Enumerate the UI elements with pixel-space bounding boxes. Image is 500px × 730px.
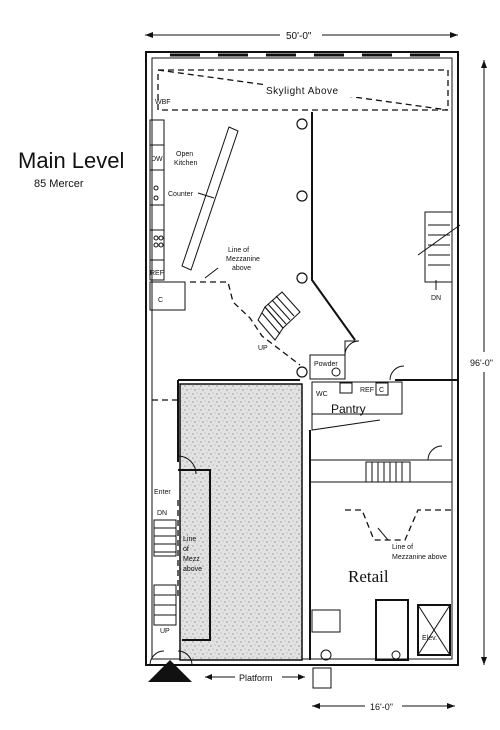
line-mezz-2: of <box>183 546 189 553</box>
open-label: Open <box>176 151 193 158</box>
dimension-width-label: 50'-0" <box>286 31 312 42</box>
dimension-bottom: 16'-0" <box>312 702 455 712</box>
right-stair: DN <box>417 211 461 302</box>
diagonal-wall <box>311 112 356 341</box>
columns <box>296 118 308 378</box>
line-mezz-3: Mezz <box>183 556 200 563</box>
mezz-label-2: Mezzanine <box>226 256 260 263</box>
building-outline <box>145 51 459 666</box>
dimension-bottom-label: 16'-0" <box>370 702 393 712</box>
mezzanine-line-retail <box>345 509 452 541</box>
entry-corridor: Enter DN UP Line of Mezz above <box>152 380 211 641</box>
dn-left-label: DN <box>157 510 167 517</box>
entrance-arrow <box>148 660 192 682</box>
platform-label: Platform <box>239 673 273 683</box>
retail-mezz-1: Line of <box>392 544 413 551</box>
dimension-right: 96'-0" <box>470 60 493 665</box>
wc-label: WC <box>316 391 328 398</box>
retail-open-floor <box>179 383 303 661</box>
dimension-top: 50'-0" <box>145 31 458 42</box>
wbf-label: WBF <box>155 99 171 106</box>
platform-dimension: Platform <box>205 673 305 683</box>
skylight-label: Skylight Above <box>266 86 339 97</box>
elev-label: Elev. <box>422 635 437 642</box>
mezz-label-1: Line of <box>228 247 249 254</box>
line-mezz-4: above <box>183 566 202 573</box>
ref-pantry-label: REF <box>360 387 374 394</box>
counter-island <box>181 126 239 271</box>
mezz-label-3: above <box>232 265 251 272</box>
enter-label: Enter <box>154 489 171 496</box>
dn-right-label: DN <box>431 295 441 302</box>
kitchen-closet: C <box>149 281 186 311</box>
elevator: Elev. <box>320 599 451 661</box>
svg-text:C: C <box>158 297 163 304</box>
kitchen-label: Kitchen <box>174 160 197 167</box>
mezzanine-line-upper <box>190 281 301 366</box>
plan-title: Main Level <box>18 148 124 173</box>
dw-label: DW <box>151 156 163 163</box>
skylight: Skylight Above <box>157 69 449 111</box>
up-left-label: UP <box>160 628 170 635</box>
retail-label: Retail <box>348 567 389 586</box>
plan-subtitle: 85 Mercer <box>34 178 84 190</box>
pantry-label: Pantry <box>331 402 366 416</box>
ref-kitchen-label: REF <box>150 270 164 277</box>
retail-walls <box>309 430 452 660</box>
counter-label: Counter <box>168 191 194 198</box>
kitchen-cabinetry: WBF DW REF <box>149 99 171 281</box>
up-label: UP <box>258 345 268 352</box>
bottom-step <box>312 667 332 689</box>
retail-mezz-2: Mezzanine above <box>392 554 447 561</box>
powder-room: Powder <box>309 340 360 380</box>
pantry-block: WC REF C Pantry <box>311 365 405 431</box>
svg-text:Powder: Powder <box>314 361 338 368</box>
center-stair: UP <box>257 291 301 352</box>
c-pantry-label: C <box>379 387 384 394</box>
dimension-height-label: 96'-0" <box>470 358 493 368</box>
line-mezz-1: Line <box>183 536 196 543</box>
